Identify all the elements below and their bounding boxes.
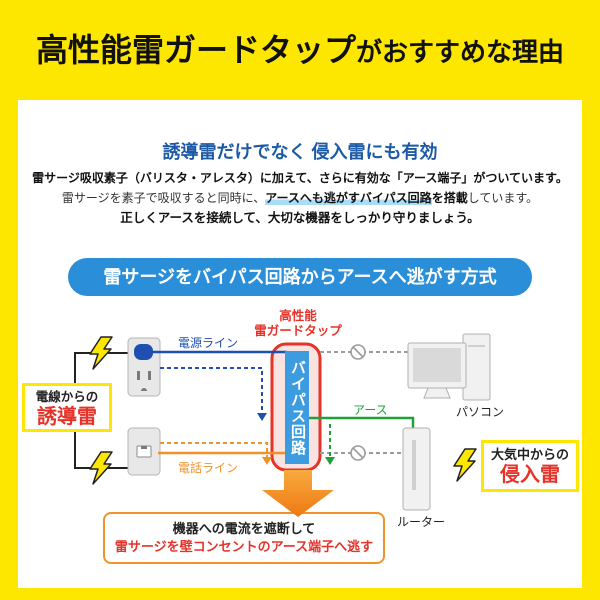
intro-line-3: 正しくアースを接続して、大切な機器をしっかり守りましょう。 xyxy=(120,211,480,225)
induced-surge-wire-bottom xyxy=(74,432,130,469)
intro-line-2-lead: 雷サージを素子で吸収すると同時に、 xyxy=(61,191,266,205)
intrusion-lightning-callout: 大気中からの 侵入雷 xyxy=(481,440,579,492)
pc-monitor-screen xyxy=(413,348,461,382)
power-surge-arrowhead xyxy=(257,413,267,421)
result-callout: 機器への電流を遮断して 雷サージを壁コンセントのアース端子へ逃す xyxy=(103,512,385,564)
phone-surge-arrowhead xyxy=(262,457,272,465)
blocked-symbol-icon xyxy=(350,445,366,461)
blocked-symbol-slash xyxy=(352,346,364,358)
intro-line-1: 雷サージ吸収素子（バリスタ・アレスタ）に加えて、さらに有効な「アース端子」がつい… xyxy=(32,171,568,185)
intro-line-2: 雷サージを素子で吸収すると同時に、アースへも逃がすバイパス回路を搭載しています。 xyxy=(0,189,600,207)
tap-label-line-1: 高性能 xyxy=(279,309,317,323)
blocked-symbol-slash xyxy=(352,447,364,459)
lightning-bolt-icon xyxy=(453,448,477,482)
intro-line-2-highlight: アースへも逃がすバイパス回路 xyxy=(265,191,432,205)
earth-line xyxy=(308,416,415,428)
power-line-label: 電源ライン xyxy=(178,336,239,350)
method-banner: 雷サージをバイパス回路からアースへ逃がす方式 xyxy=(68,258,532,296)
intrusion-lightning-source: 大気中からの xyxy=(490,447,569,462)
result-line-2: 雷サージを壁コンセントのアース端子へ逃す xyxy=(114,539,374,554)
intro-line-2-tail: しています。 xyxy=(467,191,539,205)
pc-label: パソコン xyxy=(455,405,504,419)
lightning-bolt-icon xyxy=(89,451,113,485)
lightning-bolt-icon xyxy=(89,336,113,370)
down-arrow-icon xyxy=(262,470,334,517)
power-plug-icon xyxy=(134,344,153,360)
section-heading: 誘導雷だけでなく 侵入雷にも有効 xyxy=(162,142,438,162)
router-icon xyxy=(402,427,431,511)
page-title-suffix: がおすすめな理由 xyxy=(356,37,565,67)
induced-lightning-source: 電線からの xyxy=(35,390,99,404)
outlet-slot-left xyxy=(137,371,140,380)
router-body xyxy=(402,427,431,511)
page-title: 高性能雷ガードタップがおすすめな理由 xyxy=(0,27,600,73)
bypass-circuit-bar xyxy=(285,351,309,464)
intrusion-lightning-title: 侵入雷 xyxy=(500,464,560,486)
induced-lightning-title: 誘導雷 xyxy=(37,406,97,428)
phone-jack-notch xyxy=(141,446,147,449)
earth-surge-arrowhead xyxy=(325,457,335,465)
intro-line-2-bold: を搭載 xyxy=(431,191,468,205)
router-vent xyxy=(412,440,416,490)
page-title-product: 高性能雷ガードタップ xyxy=(35,32,356,68)
result-line-1: 機器への電流を遮断して xyxy=(172,521,316,536)
power-surge-flow xyxy=(160,367,263,414)
desktop-pc-icon xyxy=(407,333,491,401)
induced-lightning-callout: 電線からの 誘導雷 xyxy=(22,383,112,432)
phone-jack-icon xyxy=(127,427,161,476)
induced-surge-wire-top xyxy=(74,352,130,383)
outlet-ground-hole xyxy=(141,388,147,391)
router-label: ルーター xyxy=(396,515,445,529)
blocked-symbol-icon xyxy=(350,344,366,360)
phone-line-label: 電話ライン xyxy=(178,461,239,475)
phone-surge-flow xyxy=(160,442,268,458)
tap-label-line-2: 雷ガードタップ xyxy=(254,324,342,338)
bypass-circuit-label: バイパス回路 xyxy=(289,359,306,456)
outlet-slot-right xyxy=(148,371,151,380)
earth-line-label: アース xyxy=(353,403,388,417)
